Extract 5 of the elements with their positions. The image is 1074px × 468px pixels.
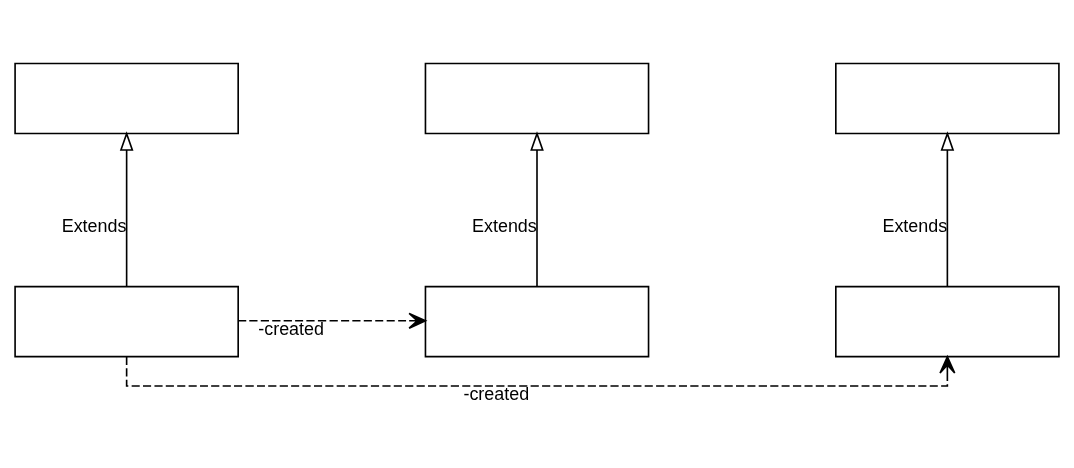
edge-label: -created	[258, 318, 324, 339]
edge-label: Extends	[882, 215, 948, 236]
edge-label: Extends	[61, 215, 127, 236]
edge-label: Extends	[472, 215, 537, 236]
edge-label: -created	[463, 383, 530, 404]
